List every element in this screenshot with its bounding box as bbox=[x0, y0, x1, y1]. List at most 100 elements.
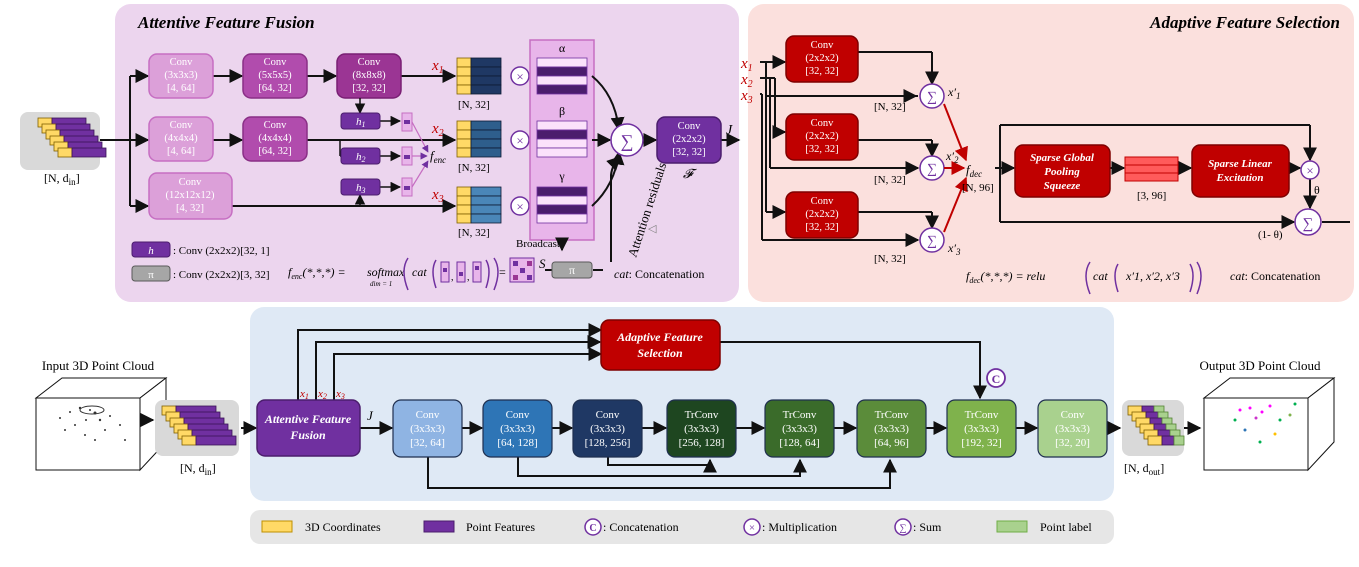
aff-J-label: J bbox=[726, 123, 733, 138]
pipeline-block-text: [32, 20] bbox=[1055, 437, 1090, 449]
svg-text:×: × bbox=[516, 199, 523, 214]
aff-n32-2: [N, 32] bbox=[458, 162, 490, 174]
input-title: Input 3D Point Cloud bbox=[42, 358, 155, 373]
pipeline-block-text: [64, 128] bbox=[497, 437, 537, 449]
svg-text:(12x12x12): (12x12x12) bbox=[166, 190, 215, 201]
pipeline-block-text: [128, 256] bbox=[585, 437, 631, 449]
svg-text:Conv: Conv bbox=[358, 57, 382, 68]
svg-text:3D Coordinates: 3D Coordinates bbox=[305, 520, 381, 534]
pipeline-block-text: [256, 128] bbox=[679, 437, 725, 449]
svg-text:h2: h2 bbox=[356, 151, 366, 164]
svg-text:Conv: Conv bbox=[811, 196, 835, 207]
svg-text:(4x4x4): (4x4x4) bbox=[258, 133, 292, 144]
svg-text:: Concatenation: : Concatenation bbox=[603, 520, 679, 534]
svg-text:,: , bbox=[451, 272, 454, 283]
legend-coords: 3D Coordinates bbox=[261, 520, 381, 534]
svg-text:(8x8x8): (8x8x8) bbox=[352, 70, 386, 81]
svg-text:h1: h1 bbox=[356, 116, 366, 129]
svg-text:×: × bbox=[516, 69, 523, 84]
pipeline-block-text: [32, 64] bbox=[410, 437, 445, 449]
pipeline-x2: x2 bbox=[317, 388, 327, 401]
sparse-global-pooling-squeeze: Sparse Global Pooling Squeeze bbox=[1014, 144, 1111, 198]
svg-text:fenc(*,*,*) =: fenc(*,*,*) = bbox=[288, 265, 346, 281]
output-point-cloud bbox=[1202, 376, 1336, 472]
svg-text:Point label: Point label bbox=[1040, 520, 1092, 534]
svg-text:Conv: Conv bbox=[264, 120, 288, 131]
svg-text:∑: ∑ bbox=[621, 131, 634, 151]
pipeline-block-3: Conv(3x3x3)[128, 256] bbox=[572, 399, 643, 458]
pipeline-x3: x3 bbox=[335, 388, 345, 401]
aff-input-stack bbox=[20, 112, 107, 170]
pipeline-block-text: (3x3x3) bbox=[500, 423, 535, 435]
svg-text:Sparse Linear: Sparse Linear bbox=[1208, 158, 1273, 170]
aff-sum-icon: ∑ bbox=[610, 123, 644, 157]
aff-conv-a2: Conv (5x5x5) [64, 32] bbox=[242, 53, 308, 99]
S-label: S bbox=[539, 256, 546, 271]
svg-text:[32, 32]: [32, 32] bbox=[672, 147, 705, 158]
pipeline-block-text: (3x3x3) bbox=[684, 423, 719, 435]
svg-text:Adaptive Feature: Adaptive Feature bbox=[616, 330, 703, 344]
concat-icon: C bbox=[986, 368, 1006, 388]
pipeline-block-5: TrConv(3x3x3)[128, 64] bbox=[764, 399, 835, 458]
pipeline-block-text: TrConv bbox=[783, 409, 817, 421]
fenc-equation: fenc(*,*,*) = softmax dim = 1 cat , , = bbox=[288, 257, 506, 291]
pipeline-afs-block: Adaptive Feature Selection bbox=[600, 319, 721, 371]
svg-text:[32, 32]: [32, 32] bbox=[805, 222, 838, 233]
afs-sum-3: ∑ bbox=[919, 227, 945, 253]
svg-text:Conv: Conv bbox=[811, 118, 835, 129]
pipeline-block-text: (3x3x3) bbox=[874, 423, 909, 435]
svg-text:Pooling: Pooling bbox=[1044, 166, 1080, 178]
aff-conv-a3: Conv (8x8x8) [32, 32] bbox=[336, 53, 402, 99]
pi-block: π bbox=[551, 261, 593, 279]
pipeline-J: J bbox=[367, 408, 374, 423]
svg-text:Conv: Conv bbox=[170, 57, 194, 68]
svg-text:(2x2x2): (2x2x2) bbox=[805, 53, 839, 64]
afs-n96: [N, 96] bbox=[962, 182, 994, 194]
afs-conv-3: Conv (2x2x2) [32, 32] bbox=[785, 191, 859, 239]
pipeline-block-text: Conv bbox=[596, 409, 620, 421]
svg-text:Conv: Conv bbox=[179, 177, 203, 188]
svg-text:=: = bbox=[499, 265, 506, 279]
pipeline-block-text: Conv bbox=[1061, 409, 1085, 421]
pipeline-block-text: [64, 96] bbox=[874, 437, 909, 449]
svg-text:dim = 1: dim = 1 bbox=[370, 280, 392, 288]
afs-conv-1: Conv (2x2x2) [32, 32] bbox=[785, 35, 859, 83]
afs-title: Adaptive Feature Selection bbox=[1149, 13, 1340, 32]
se-vector bbox=[1124, 156, 1179, 182]
svg-text:Excitation: Excitation bbox=[1215, 172, 1263, 184]
svg-text:∑: ∑ bbox=[927, 90, 937, 105]
h3-block: h3 bbox=[340, 178, 381, 196]
svg-text:[4, 64]: [4, 64] bbox=[167, 146, 195, 157]
attention-bars bbox=[536, 57, 588, 224]
svg-text:×: × bbox=[749, 522, 755, 534]
pipeline-block-text: [128, 64] bbox=[779, 437, 819, 449]
svg-text:: Conv (2x2x2)[3, 32]: : Conv (2x2x2)[3, 32] bbox=[173, 269, 270, 281]
pipeline-output-stack bbox=[1122, 400, 1185, 456]
svg-text:Selection: Selection bbox=[637, 346, 683, 360]
svg-text:Conv: Conv bbox=[678, 121, 702, 132]
afs-n32-3: [N, 32] bbox=[874, 253, 906, 265]
svg-text:(5x5x5): (5x5x5) bbox=[258, 70, 292, 81]
afs-cat-def: cat: Concatenation bbox=[1230, 269, 1320, 283]
svg-text:: Sum: : Sum bbox=[913, 520, 942, 534]
input-point-cloud bbox=[34, 376, 168, 472]
alpha-label: α bbox=[559, 41, 566, 55]
svg-text:fdec(*,*,*) = relu: fdec(*,*,*) = relu bbox=[966, 269, 1045, 285]
svg-text:Squeeze: Squeeze bbox=[1044, 180, 1081, 192]
legend-features: Point Features bbox=[423, 520, 535, 534]
pipeline-block-text: TrConv bbox=[685, 409, 719, 421]
h2-block: h2 bbox=[340, 147, 381, 165]
legend-h: h : Conv (2x2x2)[32, 1] bbox=[131, 241, 270, 258]
svg-text:Conv: Conv bbox=[811, 40, 835, 51]
svg-text:(2x2x2): (2x2x2) bbox=[805, 209, 839, 220]
svg-text:∑: ∑ bbox=[927, 162, 937, 177]
legend-concat: C : Concatenation bbox=[584, 518, 679, 536]
svg-text:[32, 32]: [32, 32] bbox=[805, 66, 838, 77]
svg-text:[64, 32]: [64, 32] bbox=[258, 146, 291, 157]
svg-text:×: × bbox=[1306, 163, 1313, 178]
sparse-linear-excitation: Sparse Linear Excitation bbox=[1191, 144, 1290, 198]
output-title: Output 3D Point Cloud bbox=[1200, 358, 1321, 373]
aff-input-label: [N, din] bbox=[44, 171, 80, 187]
svg-text:(4x4x4): (4x4x4) bbox=[164, 133, 198, 144]
